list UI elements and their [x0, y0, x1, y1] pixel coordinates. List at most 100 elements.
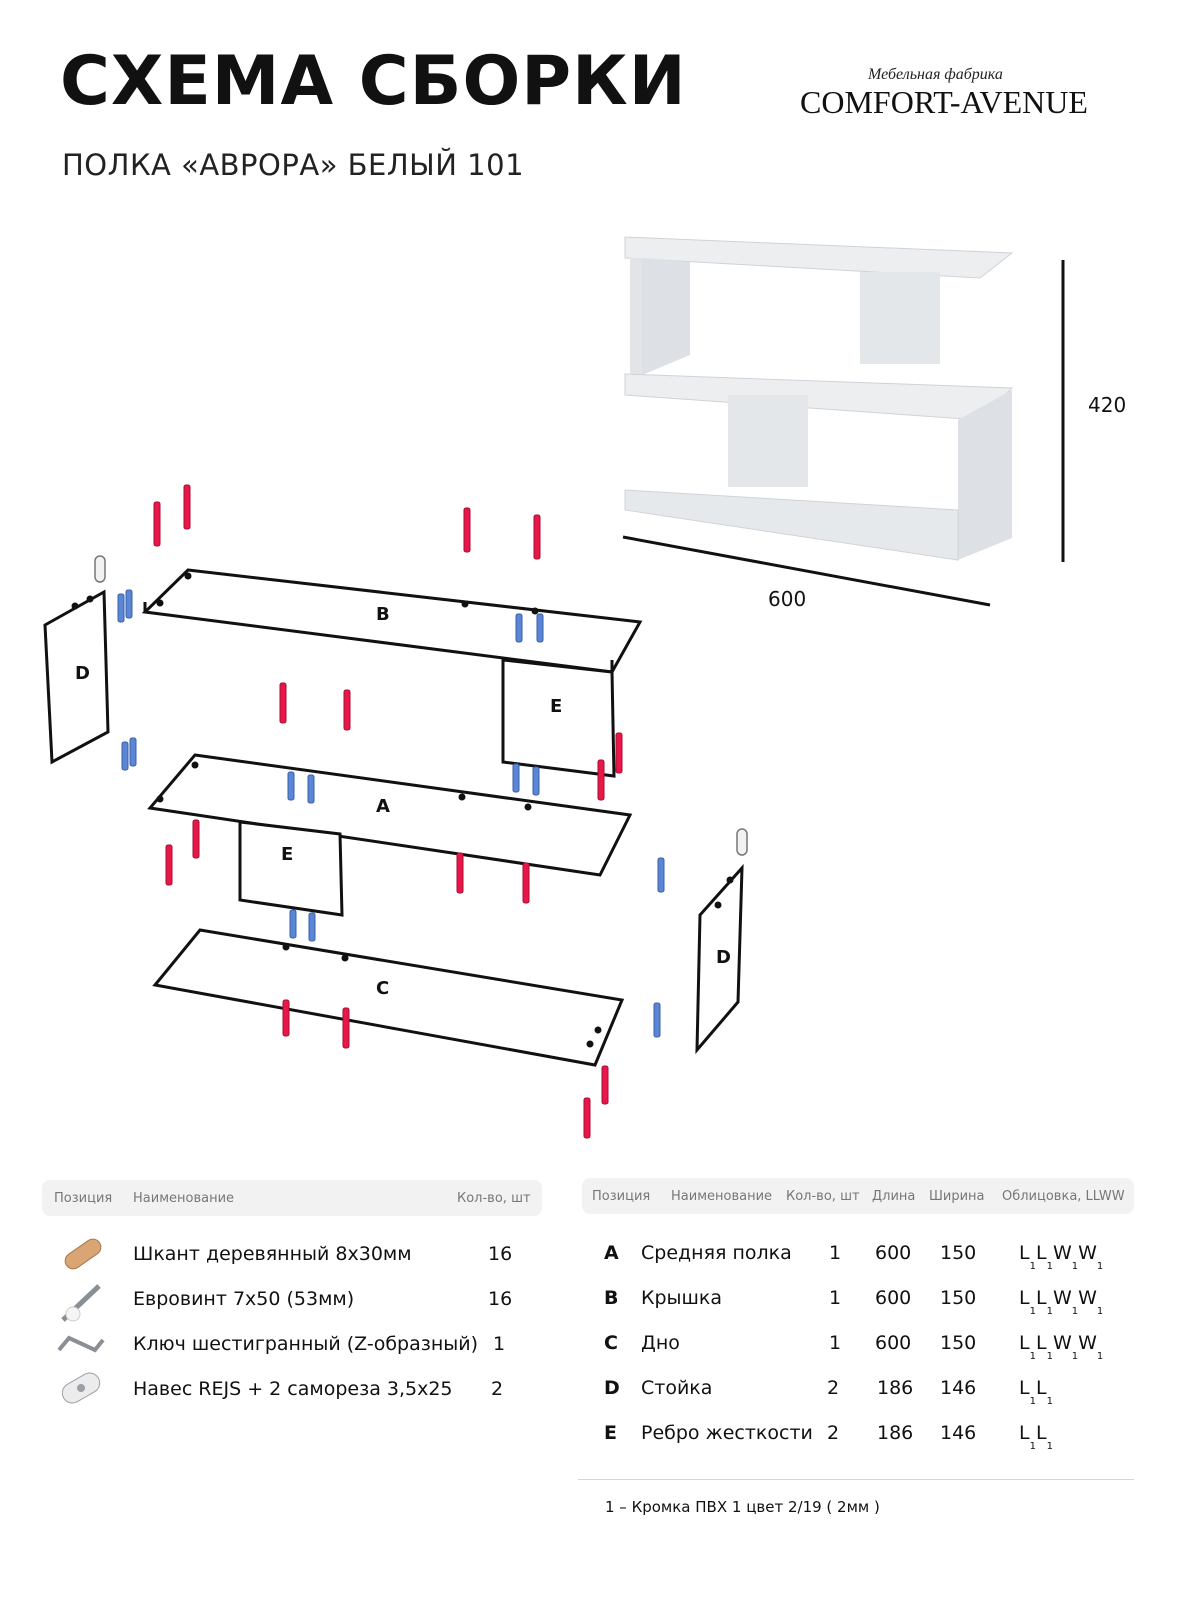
parts-row: B Крышка 1 600 150 L1L1W1W1: [0, 1287, 1200, 1317]
panel-e-upper: [501, 658, 616, 778]
dowel-icon: [307, 774, 315, 804]
screw-icon: [601, 1065, 609, 1105]
header-position: Позиция: [54, 1191, 113, 1206]
dowel-icon: [125, 589, 133, 619]
part-qty: 2: [827, 1377, 840, 1399]
part-length: 600: [875, 1287, 912, 1309]
part-position: A: [604, 1242, 619, 1264]
label-e-upper: E: [550, 696, 562, 717]
hardware-row: Шкант деревянный 8х30мм 16: [0, 1243, 560, 1267]
hardware-table-header: Позиция Наименование Кол-во, шт: [42, 1180, 542, 1216]
dowel-icon: [536, 613, 544, 643]
header-name: Наименование: [671, 1189, 773, 1204]
height-dimension: 420: [1088, 393, 1126, 417]
screw-icon: [597, 759, 605, 801]
header-qty: Кол-во, шт: [457, 1191, 531, 1206]
hanger-bracket-group: [94, 555, 748, 856]
part-position: C: [604, 1332, 618, 1354]
panel-a: [147, 753, 633, 877]
brand-tagline: Мебельная фабрика: [868, 66, 1003, 83]
screw-icon: [165, 844, 173, 886]
hanger-icon: [55, 1368, 107, 1416]
screw-icon: [153, 501, 161, 547]
assembly-diagram: 420 600: [43, 236, 1126, 1139]
screw-icon: [279, 682, 287, 724]
parts-row: E Ребро жесткости 2 186 146 L1L1: [0, 1422, 1200, 1452]
dowel-icon: [512, 763, 520, 793]
part-length: 186: [877, 1422, 914, 1444]
screw-icon: [463, 507, 471, 553]
part-length: 186: [877, 1377, 914, 1399]
dowel-icon: [289, 909, 297, 939]
hardware-row: Евровинт 7х50 (53мм) 16: [0, 1288, 560, 1312]
dowel-icon: [121, 741, 129, 771]
part-name: Крышка: [641, 1287, 723, 1309]
dowel-icon: [515, 613, 523, 643]
dowel-icon: [657, 857, 665, 893]
label-d-right: D: [716, 947, 731, 968]
hardware-name: Навес REJS + 2 самореза 3,5х25: [133, 1378, 453, 1400]
dimension-lines: [622, 260, 1065, 607]
screw-icon: [615, 732, 623, 774]
panel-d-right: [695, 863, 744, 1055]
part-edging: L1L1W1W1: [1019, 1287, 1104, 1317]
brand-logo: COMFORT-AVENUE: [800, 84, 1088, 120]
part-width: 146: [940, 1377, 977, 1399]
hardware-name: Евровинт 7х50 (53мм): [133, 1288, 355, 1310]
width-dimension: 600: [768, 587, 806, 611]
part-edging: L1L1: [1019, 1422, 1053, 1452]
header-position: Позиция: [592, 1189, 651, 1204]
header-edging: Облицовка, LLWW: [1002, 1189, 1125, 1204]
dowel-group: [117, 589, 665, 1038]
part-position: D: [604, 1377, 620, 1399]
product-subtitle: ПОЛКА «АВРОРА» БЕЛЫЙ 101: [62, 148, 525, 182]
hardware-qty: 16: [488, 1243, 513, 1265]
hardware-qty: 16: [488, 1288, 513, 1310]
screw-icon: [183, 484, 191, 530]
part-edging: L1L1W1W1: [1019, 1332, 1104, 1362]
part-qty: 1: [829, 1332, 842, 1354]
label-d-left: D: [75, 663, 90, 684]
panel-b: [141, 568, 643, 674]
confirmat-screw-icon: [55, 1280, 107, 1328]
screw-group: [153, 484, 623, 1139]
part-position: B: [604, 1287, 619, 1309]
hardware-name: Шкант деревянный 8х30мм: [133, 1243, 412, 1265]
part-length: 600: [875, 1332, 912, 1354]
hardware-row: Навес REJS + 2 самореза 3,5х25 2: [0, 1378, 560, 1402]
panel-c: [152, 928, 625, 1067]
screw-icon: [533, 514, 541, 560]
label-e-lower: E: [281, 844, 293, 865]
hardware-row: Ключ шестигранный (Z-образный) 1: [0, 1333, 560, 1357]
screw-icon: [456, 852, 464, 894]
hardware-qty: 2: [491, 1378, 504, 1400]
part-width: 150: [940, 1242, 977, 1264]
hanger-icon: [94, 555, 106, 583]
page-title: СХЕМА СБОРКИ: [60, 42, 687, 121]
part-name: Стойка: [641, 1377, 713, 1399]
label-b: B: [376, 604, 390, 625]
part-qty: 2: [827, 1422, 840, 1444]
label-c: C: [376, 978, 389, 999]
part-edging: L1L1W1W1: [1019, 1242, 1104, 1272]
screw-icon: [342, 1007, 350, 1049]
part-qty: 1: [829, 1242, 842, 1264]
dowel-icon: [129, 737, 137, 767]
panel-d-left: [43, 589, 110, 765]
part-width: 150: [940, 1287, 977, 1309]
dowel-icon: [287, 771, 295, 801]
wood-dowel-icon: [55, 1232, 107, 1280]
divider: [578, 1479, 1134, 1480]
part-width: 150: [940, 1332, 977, 1354]
header-name: Наименование: [133, 1191, 235, 1206]
screw-icon: [583, 1097, 591, 1139]
part-qty: 1: [829, 1287, 842, 1309]
dowel-icon: [532, 766, 540, 796]
parts-row: A Средняя полка 1 600 150 L1L1W1W1: [0, 1242, 1200, 1272]
label-a: A: [376, 796, 390, 817]
panel-e-lower: [238, 820, 344, 917]
dowel-icon: [308, 912, 316, 942]
hardware-qty: 1: [493, 1333, 506, 1355]
dowel-icon: [117, 593, 125, 623]
parts-row: C Дно 1 600 150 L1L1W1W1: [0, 1332, 1200, 1362]
